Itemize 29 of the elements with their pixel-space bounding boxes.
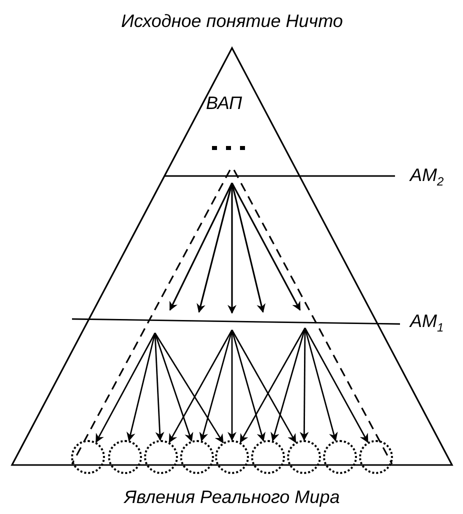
circle-outline	[108, 440, 142, 474]
arrow	[231, 330, 266, 442]
arrow	[154, 332, 224, 444]
circle-outline	[71, 440, 105, 474]
arrow	[95, 332, 156, 443]
level-label: AM$_{1}$	[410, 312, 444, 335]
arrow	[240, 328, 306, 443]
arrow	[231, 330, 296, 443]
circle-outline	[359, 440, 393, 474]
level-label: AM$_{2}$	[410, 166, 444, 189]
circle-outline	[215, 440, 249, 474]
arrow	[154, 332, 194, 442]
title: Исходное понятие Ничто	[121, 12, 343, 32]
arrow	[300, 328, 309, 441]
arrow	[199, 330, 233, 442]
arrow	[270, 328, 306, 442]
circle-outline	[287, 440, 321, 474]
arrow	[126, 332, 156, 442]
arrow	[304, 328, 338, 442]
caption: Явления Реального Мира	[124, 488, 340, 508]
arrow	[154, 332, 164, 441]
circle-outline	[180, 440, 214, 474]
arrow	[168, 330, 233, 443]
circle-outline	[251, 440, 285, 474]
arrow	[228, 330, 236, 441]
level-label: ВАП	[206, 94, 242, 114]
arrow	[304, 328, 368, 443]
circle-outline	[323, 440, 357, 474]
circle-outline	[144, 440, 178, 474]
